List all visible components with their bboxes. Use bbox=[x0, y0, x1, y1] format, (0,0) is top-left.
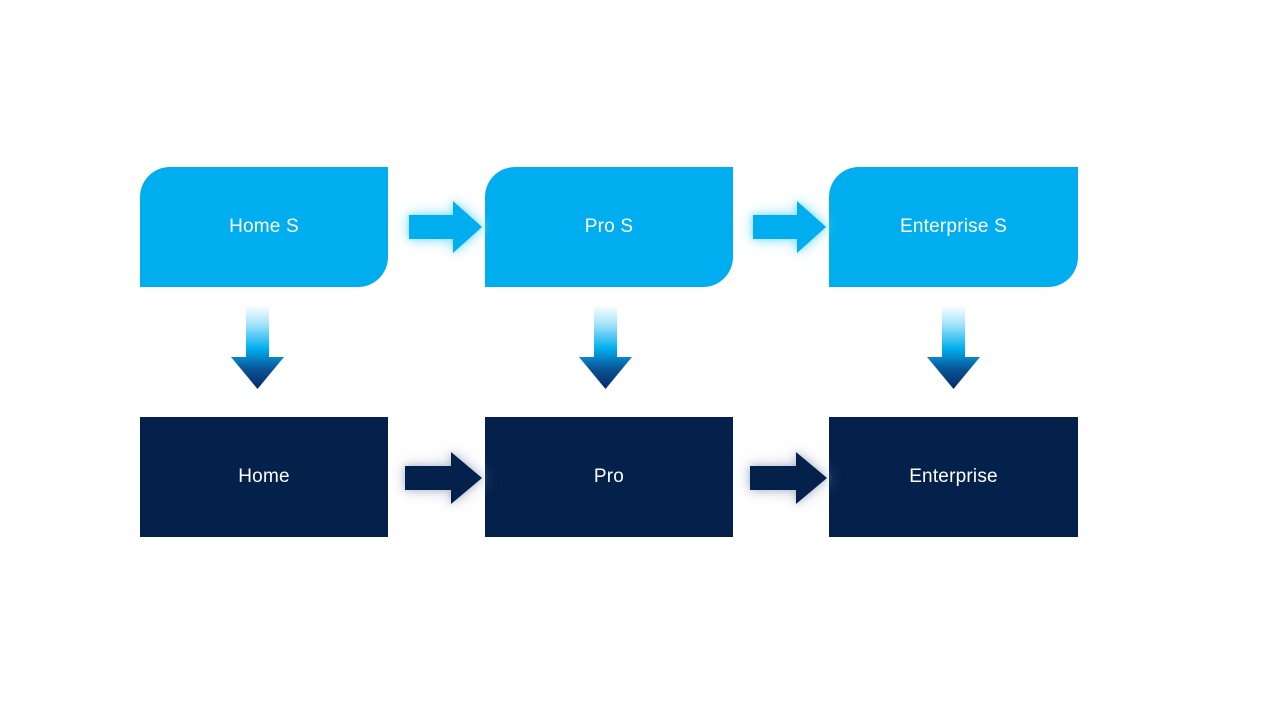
right-arrow-icon-top-2 bbox=[753, 199, 827, 255]
process-box-pro-s[interactable]: Pro S bbox=[485, 167, 733, 287]
process-box-enterprise[interactable]: Enterprise bbox=[829, 417, 1078, 537]
process-box-home-s[interactable]: Home S bbox=[140, 167, 388, 287]
process-box-home[interactable]: Home bbox=[140, 417, 388, 537]
right-arrow-icon-top-1 bbox=[409, 199, 483, 255]
right-arrow-icon-bottom-2 bbox=[750, 449, 828, 507]
process-box-label: Pro S bbox=[584, 216, 634, 237]
down-arrow-icon-1 bbox=[230, 305, 285, 390]
process-box-pro[interactable]: Pro bbox=[485, 417, 733, 537]
process-box-label: Home bbox=[238, 466, 290, 487]
right-arrow-icon-bottom-1 bbox=[405, 449, 483, 507]
process-box-label: Pro bbox=[593, 466, 625, 487]
process-box-label: Home S bbox=[229, 216, 299, 237]
down-arrow-icon-3 bbox=[926, 305, 981, 390]
process-box-enterprise-s[interactable]: Enterprise S bbox=[829, 167, 1078, 287]
down-arrow-icon-2 bbox=[578, 305, 633, 390]
process-box-label: Enterprise S bbox=[900, 216, 1007, 237]
process-box-label: Enterprise bbox=[909, 466, 998, 487]
